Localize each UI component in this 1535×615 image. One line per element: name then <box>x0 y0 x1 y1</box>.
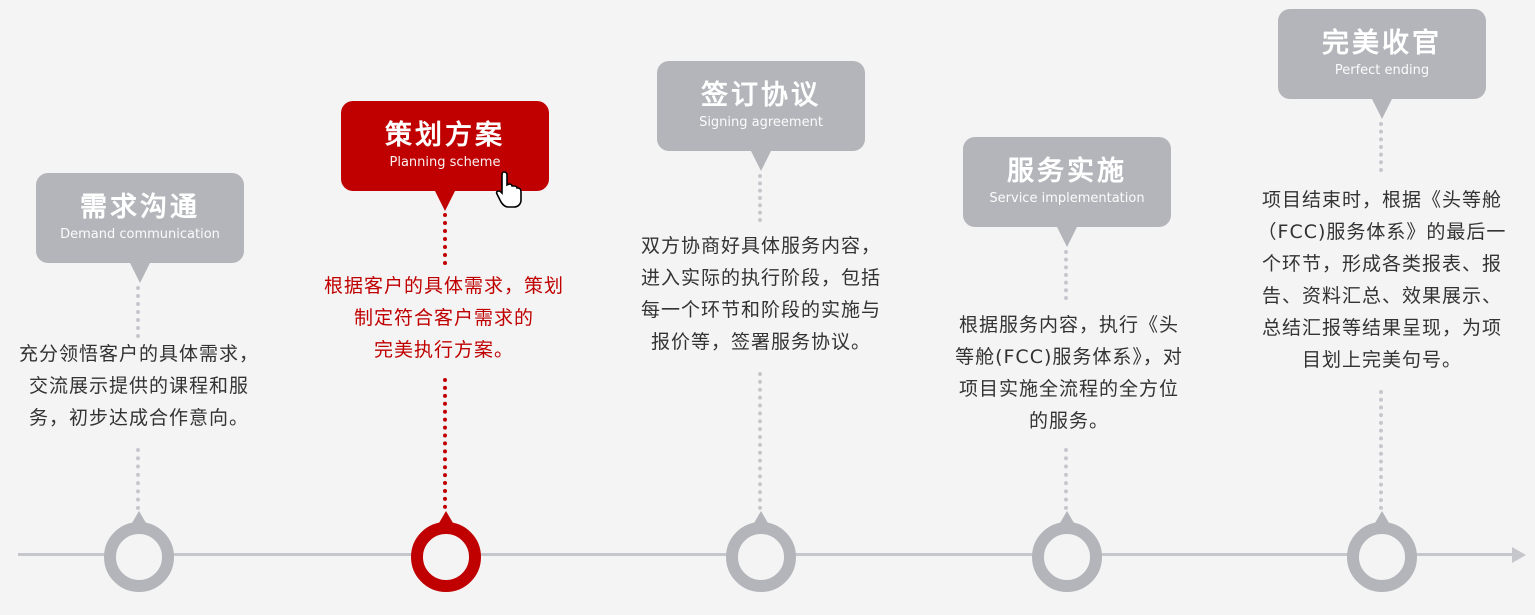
desc-line: 制定符合客户需求的 <box>353 307 534 329</box>
node-pin <box>1375 511 1389 523</box>
step-description: 根据服务内容，执行《头 等舱(FCC)服务体系》，对 项目实施全流程的全方位 的… <box>945 309 1193 437</box>
timeline-node[interactable] <box>726 522 796 592</box>
desc-line: 告、资料汇总、效果展示、 <box>1261 285 1502 307</box>
desc-line: 项目结束时，根据《头等舱 <box>1261 189 1502 211</box>
hand-cursor-icon <box>495 171 522 208</box>
connector-dots <box>1064 448 1068 510</box>
timeline-node-active[interactable] <box>411 522 481 592</box>
desc-line: 的服务。 <box>1028 410 1109 432</box>
desc-line: 个环节，形成各类报表、报 <box>1261 253 1502 275</box>
desc-line: （FCC)服务体系》的最后一 <box>1257 221 1507 243</box>
connector-dots <box>758 174 762 222</box>
step-title: 服务实施 <box>1007 156 1127 187</box>
desc-line: 交流展示提供的课程和服 <box>28 375 249 397</box>
step-title: 策划方案 <box>385 120 505 151</box>
desc-line: 双方协商好具体服务内容， <box>640 235 881 257</box>
step-subtitle: Perfect ending <box>1334 63 1430 78</box>
step-subtitle: Planning scheme <box>389 155 501 170</box>
connector-dots <box>443 213 447 265</box>
step-title: 签订协议 <box>701 80 821 111</box>
desc-line: 报价等，签署服务协议。 <box>650 331 871 353</box>
step-bubble-ending[interactable]: 完美收官 Perfect ending <box>1278 9 1486 119</box>
connector-dots <box>443 378 447 509</box>
step-bubble-service[interactable]: 服务实施 Service implementation <box>963 137 1171 247</box>
step-bubble-planning[interactable]: 策划方案 Planning scheme <box>341 101 549 211</box>
step-title: 完美收官 <box>1322 28 1442 59</box>
step-title: 需求沟通 <box>80 192 200 223</box>
step-bubble-demand[interactable]: 需求沟通 Demand communication <box>36 173 244 283</box>
desc-line: 充分领悟客户的具体需求， <box>18 343 259 365</box>
step-subtitle: Signing agreement <box>699 115 823 130</box>
step-description: 根据客户的具体需求，策划 制定符合客户需求的 完美执行方案。 <box>318 270 570 366</box>
node-pin <box>132 511 146 523</box>
timeline-node[interactable] <box>1032 522 1102 592</box>
desc-line: 总结汇报等结果呈现，为项 <box>1261 317 1502 339</box>
desc-line: 根据服务内容，执行《头 <box>958 314 1179 336</box>
connector-dots <box>758 372 762 510</box>
step-bubble-agreement[interactable]: 签订协议 Signing agreement <box>657 61 865 171</box>
connector-dots <box>136 448 140 510</box>
node-pin <box>754 511 768 523</box>
connector-dots <box>1379 122 1383 172</box>
desc-line: 完美执行方案。 <box>373 339 514 361</box>
connector-dots <box>1379 390 1383 510</box>
desc-line: 等舱(FCC)服务体系》，对 <box>955 346 1183 368</box>
desc-line: 根据客户的具体需求，策划 <box>323 275 564 297</box>
timeline-arrow-icon <box>1512 547 1526 563</box>
timeline-node[interactable] <box>104 522 174 592</box>
connector-dots <box>1064 250 1068 300</box>
node-pin <box>1060 511 1074 523</box>
timeline-node[interactable] <box>1347 522 1417 592</box>
desc-line: 务，初步达成合作意向。 <box>28 407 249 429</box>
connector-dots <box>136 286 140 338</box>
desc-line: 进入实际的执行阶段，包括 <box>640 267 881 289</box>
step-subtitle: Service implementation <box>989 191 1145 206</box>
node-pin <box>439 511 453 523</box>
step-description: 项目结束时，根据《头等舱 （FCC)服务体系》的最后一 个环节，形成各类报表、报… <box>1252 184 1512 376</box>
desc-line: 每一个环节和阶段的实施与 <box>640 299 881 321</box>
desc-line: 目划上完美句号。 <box>1301 349 1462 371</box>
step-description: 充分领悟客户的具体需求， 交流展示提供的课程和服 务，初步达成合作意向。 <box>10 338 268 434</box>
step-description: 双方协商好具体服务内容， 进入实际的执行阶段，包括 每一个环节和阶段的实施与 报… <box>630 230 892 358</box>
desc-line: 项目实施全流程的全方位 <box>958 378 1179 400</box>
step-subtitle: Demand communication <box>60 227 220 242</box>
